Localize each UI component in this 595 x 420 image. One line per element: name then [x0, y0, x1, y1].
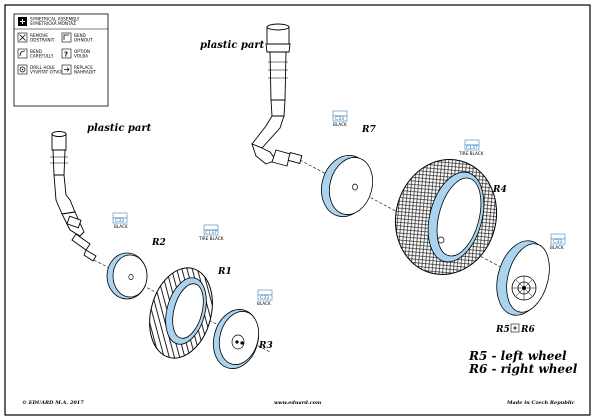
legend-remove-2: ODSTRANIT	[30, 38, 55, 43]
label-r5: R5	[495, 325, 510, 335]
footer-website: www.eduard.com	[274, 400, 321, 406]
label-r2: R2	[151, 238, 166, 248]
paint-code-r3: C33 BLACK	[257, 289, 273, 306]
paint-code-r1-name: TIRE BLACK	[198, 236, 224, 241]
paint-code-r3-name: BLACK	[257, 301, 271, 306]
option-icon: ?	[61, 48, 72, 59]
drill-icon	[17, 64, 28, 75]
label-r5-left-wheel: R5 - left wheel	[468, 349, 567, 363]
label-r6-right-wheel: R6 - right wheel	[468, 362, 578, 376]
legend-drill-2: VYVRTAT OTVOR	[30, 70, 64, 75]
left-strut	[50, 131, 97, 262]
replace-icon	[61, 64, 72, 75]
paint-code-r3-code: C33	[260, 295, 269, 301]
part-r4-tire	[394, 159, 498, 275]
paint-code-r7-code: C33	[335, 116, 344, 122]
paint-code-r1-code: C137	[205, 230, 217, 236]
part-r2	[106, 252, 148, 300]
part-r1-tire	[149, 267, 213, 359]
plastic-part-left-label: plastic part	[87, 123, 152, 134]
symmetry-icon	[18, 17, 27, 26]
label-r6: R6	[520, 325, 535, 335]
legend-option-1: OPTION	[74, 49, 90, 54]
part-r5-r6	[496, 240, 550, 316]
page-border	[4, 4, 591, 416]
paint-code-r1: C137 TIRE BLACK	[198, 224, 224, 241]
paint-code-r4: C137 TIRE BLACK	[458, 139, 484, 156]
legend-remove-1: REMOVE	[30, 33, 48, 38]
paint-code-r7: C33 BLACK	[332, 110, 348, 127]
paint-code-r2-name: BLACK	[114, 224, 128, 229]
legend-bend-2: OHNOUT	[74, 38, 93, 43]
legend: SYMETRICAL ASSEMBLY SYMETRICKÁ MONTÁŽ RE…	[13, 13, 109, 107]
label-r4: R4	[492, 185, 507, 195]
svg-text:?: ?	[64, 51, 68, 59]
paint-code-r4-code: C137	[466, 145, 478, 151]
legend-replace-2: NAHRADIT	[74, 70, 96, 75]
label-r7: R7	[361, 125, 376, 135]
legend-bend-carefully-2: CAREFULLY	[30, 54, 54, 59]
paint-code-r7-name: BLACK	[333, 122, 347, 127]
legend-symmetrical-2: SYMETRICKÁ MONTÁŽ	[30, 21, 76, 26]
paint-code-r4-name: TIRE BLACK	[458, 151, 484, 156]
part-r7	[321, 155, 374, 217]
remove-icon	[17, 32, 28, 43]
paint-code-r2-code: C33	[115, 218, 124, 224]
legend-symmetrical-1: SYMETRICAL ASSEMBLY	[30, 17, 80, 22]
paint-code-r5: C33 BLACK	[550, 233, 566, 250]
bend-carefully-icon	[17, 48, 28, 59]
legend-bend-1: BEND	[74, 33, 86, 38]
option-icon-r5-r6	[510, 323, 520, 333]
footer-made-in: Made in Czech Republic	[506, 400, 575, 406]
paint-code-r2: C33 BLACK	[112, 212, 128, 229]
label-r3: R3	[258, 341, 273, 351]
legend-replace-1: REPLACE	[74, 65, 93, 70]
label-r1: R1	[217, 267, 232, 277]
legend-bend-carefully-1: BEND	[30, 49, 42, 54]
right-strut	[251, 23, 303, 167]
legend-option-2: VOLBA	[74, 54, 88, 59]
footer-copyright: © EDUARD M.A. 2017	[22, 399, 84, 406]
bend-icon	[61, 32, 72, 43]
plastic-part-right-label: plastic part	[200, 40, 265, 51]
paint-code-r5-code: C33	[553, 239, 562, 245]
part-r3	[212, 309, 260, 369]
legend-drill-1: DRILL HOLE	[30, 65, 55, 70]
paint-code-r5-name: BLACK	[550, 245, 564, 250]
